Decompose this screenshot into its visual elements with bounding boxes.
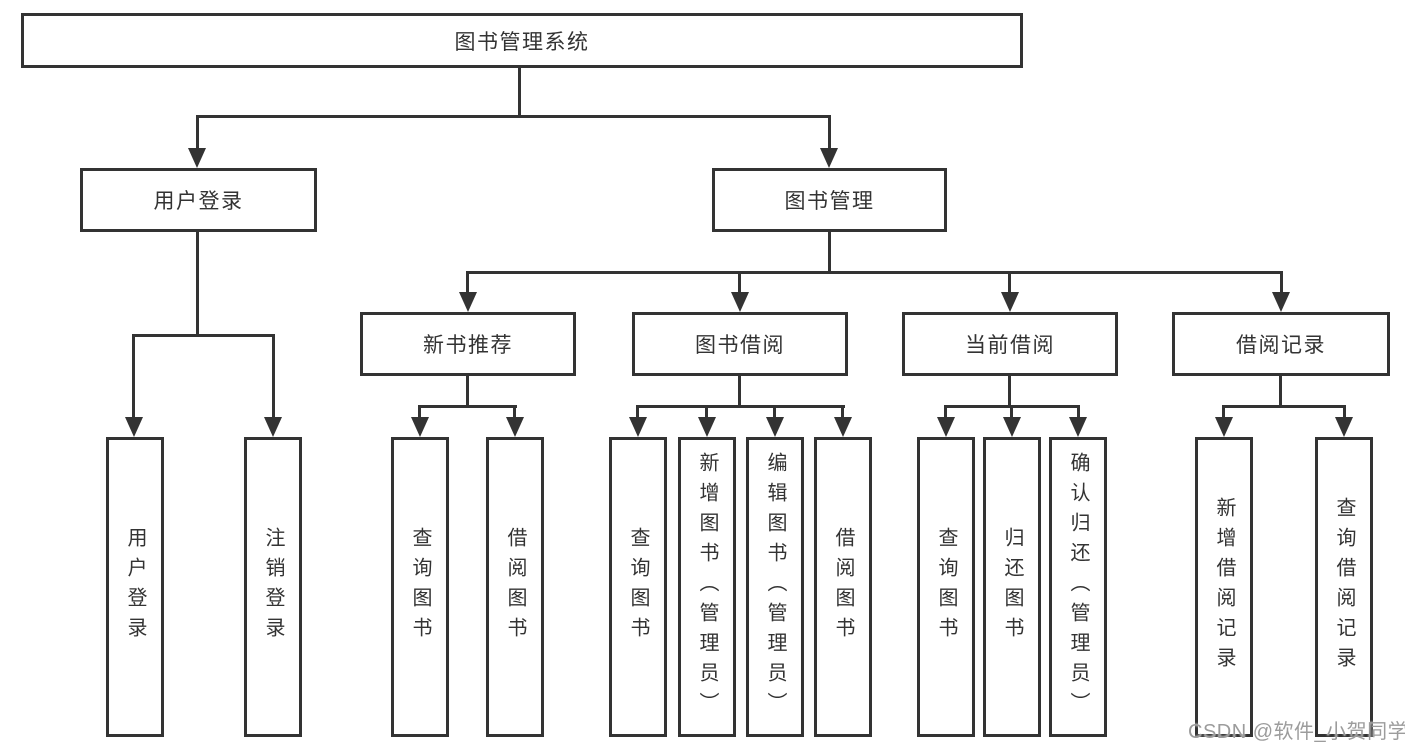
connector-line bbox=[1222, 405, 1346, 408]
leaf-edit-books-admin: 编辑图书（管理员） bbox=[746, 437, 804, 737]
node-label: 新书推荐 bbox=[423, 334, 513, 357]
connector-line bbox=[828, 115, 831, 150]
node-library-system: 图书管理系统 bbox=[21, 13, 1023, 68]
connector-line bbox=[513, 405, 516, 420]
node-label: 新增借阅记录 bbox=[1213, 497, 1235, 677]
arrow-down bbox=[698, 417, 716, 437]
node-label: 查询图书 bbox=[409, 527, 431, 647]
node-label: 新增图书（管理员） bbox=[696, 452, 718, 722]
connector-line bbox=[196, 115, 831, 118]
connector-line bbox=[1343, 405, 1346, 420]
arrow-down bbox=[188, 148, 206, 168]
node-label: 编辑图书（管理员） bbox=[764, 452, 786, 722]
node-label: 当前借阅 bbox=[965, 334, 1055, 357]
leaf-add-books-admin: 新增图书（管理员） bbox=[678, 437, 736, 737]
arrow-down bbox=[411, 417, 429, 437]
connector-line bbox=[1077, 405, 1080, 420]
connector-line bbox=[418, 405, 517, 408]
leaf-borrow-books-recommend: 借阅图书 bbox=[486, 437, 544, 737]
connector-line bbox=[1279, 376, 1282, 407]
node-label: 图书管理系统 bbox=[454, 30, 590, 54]
arrow-down bbox=[1272, 292, 1290, 312]
leaf-return-books: 归还图书 bbox=[983, 437, 1041, 737]
node-label: 注销登录 bbox=[262, 527, 284, 647]
connector-line bbox=[1010, 405, 1013, 420]
node-label: 用户登录 bbox=[124, 527, 146, 647]
connector-line bbox=[466, 271, 469, 295]
node-label: 确认归还（管理员） bbox=[1067, 452, 1089, 722]
connector-line bbox=[418, 405, 421, 420]
connector-line bbox=[132, 334, 135, 420]
node-borrowing-records: 借阅记录 bbox=[1172, 312, 1390, 376]
arrow-down bbox=[506, 417, 524, 437]
arrow-down bbox=[820, 148, 838, 168]
arrow-down bbox=[1069, 417, 1087, 437]
arrow-down bbox=[1003, 417, 1021, 437]
connector-line bbox=[828, 232, 831, 274]
leaf-user-login: 用户登录 bbox=[106, 437, 164, 737]
node-label: 查询图书 bbox=[627, 527, 649, 647]
connector-line bbox=[1222, 405, 1225, 420]
node-label: 借阅图书 bbox=[504, 527, 526, 647]
arrow-down bbox=[834, 417, 852, 437]
connector-line bbox=[738, 271, 741, 295]
leaf-query-books-current: 查询图书 bbox=[917, 437, 975, 737]
node-book-borrowing: 图书借阅 bbox=[632, 312, 848, 376]
node-book-management: 图书管理 bbox=[712, 168, 947, 232]
arrow-down bbox=[629, 417, 647, 437]
connector-line bbox=[738, 376, 741, 407]
node-current-borrowing: 当前借阅 bbox=[902, 312, 1118, 376]
arrow-down bbox=[459, 292, 477, 312]
connector-line bbox=[705, 405, 708, 420]
connector-line bbox=[272, 334, 275, 420]
connector-line bbox=[466, 271, 1283, 274]
connector-line bbox=[1008, 271, 1011, 295]
connector-line bbox=[196, 115, 199, 150]
arrow-down bbox=[1001, 292, 1019, 312]
connector-line bbox=[466, 376, 469, 407]
connector-line bbox=[1008, 376, 1011, 407]
node-label: 查询图书 bbox=[935, 527, 957, 647]
arrow-down bbox=[937, 417, 955, 437]
connector-line bbox=[841, 405, 844, 420]
connector-line bbox=[518, 68, 521, 118]
arrow-down bbox=[731, 292, 749, 312]
connector-line bbox=[944, 405, 947, 420]
connector-line bbox=[196, 232, 199, 336]
csdn-watermark: CSDN @软件_小贺同学 bbox=[1188, 721, 1405, 743]
node-user-login: 用户登录 bbox=[80, 168, 317, 232]
connector-line bbox=[1280, 271, 1283, 295]
connector-line bbox=[773, 405, 776, 420]
node-label: 图书管理 bbox=[784, 190, 875, 213]
arrow-down bbox=[264, 417, 282, 437]
leaf-borrow-books: 借阅图书 bbox=[814, 437, 872, 737]
leaf-confirm-return-admin: 确认归还（管理员） bbox=[1049, 437, 1107, 737]
connector-line bbox=[636, 405, 845, 408]
leaf-query-books-recommend: 查询图书 bbox=[391, 437, 449, 737]
leaf-query-borrow-record: 查询借阅记录 bbox=[1315, 437, 1373, 737]
connector-line bbox=[132, 334, 275, 337]
connector-line bbox=[636, 405, 639, 420]
node-label: 归还图书 bbox=[1001, 527, 1023, 647]
node-label: 图书借阅 bbox=[695, 334, 785, 357]
leaf-query-books-borrow: 查询图书 bbox=[609, 437, 667, 737]
arrow-down bbox=[1215, 417, 1233, 437]
arrow-down bbox=[766, 417, 784, 437]
arrow-down bbox=[1335, 417, 1353, 437]
node-label: 用户登录 bbox=[153, 190, 244, 213]
node-label: 借阅记录 bbox=[1236, 334, 1326, 357]
node-label: 借阅图书 bbox=[832, 527, 854, 647]
node-label: 查询借阅记录 bbox=[1333, 497, 1355, 677]
leaf-logout: 注销登录 bbox=[244, 437, 302, 737]
arrow-down bbox=[125, 417, 143, 437]
node-new-book-recommend: 新书推荐 bbox=[360, 312, 576, 376]
leaf-add-borrow-record: 新增借阅记录 bbox=[1195, 437, 1253, 737]
